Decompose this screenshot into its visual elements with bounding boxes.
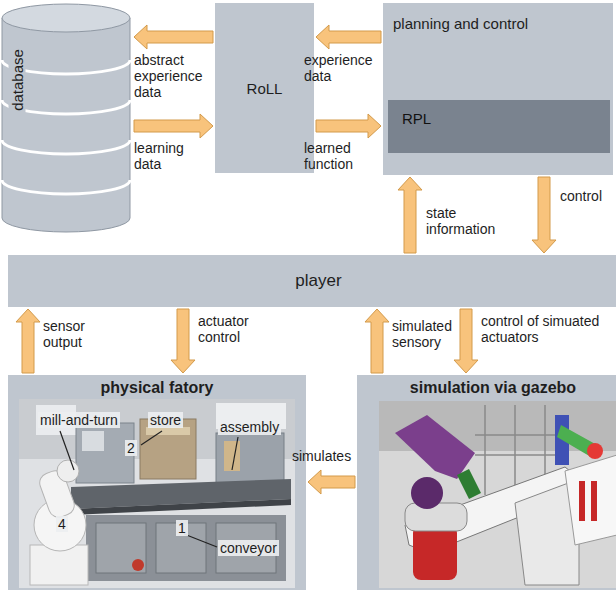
simulation-panel: simulation via gazebo <box>357 375 616 590</box>
edge-label: control of simuated actuators <box>481 313 613 345</box>
edge-label: experience data <box>304 52 380 84</box>
block-arrow <box>398 177 422 253</box>
edge-label: sensor output <box>43 318 113 350</box>
factory-panel: physical fatory <box>8 375 306 590</box>
edge-label: simulated sensory <box>392 318 472 350</box>
database-cylinder <box>0 2 132 234</box>
edge-label: control <box>560 188 612 204</box>
database-cylinder: database <box>0 2 132 234</box>
node-title: simulation via gazebo <box>357 379 616 397</box>
block-arrow <box>532 177 556 253</box>
factory-photo <box>8 375 306 590</box>
callout-number: 4 <box>56 516 68 532</box>
block-arrow <box>134 114 213 138</box>
block-arrow <box>16 309 40 373</box>
node-title: RPL <box>402 110 431 127</box>
node-title: player <box>8 271 616 291</box>
block-arrow <box>308 470 355 494</box>
callout-number: 1 <box>176 520 188 536</box>
block-arrow <box>134 25 213 49</box>
node-title: planning and control <box>393 15 528 32</box>
module-box: RPL <box>388 100 610 153</box>
callout-number: 2 <box>125 440 137 456</box>
process-box: planning and controlRPL <box>383 3 613 175</box>
edge-label: actuator control <box>198 313 274 345</box>
node-title: RoLL <box>215 80 314 97</box>
edge-label: learned function <box>304 140 380 172</box>
leader-line <box>60 431 74 470</box>
edge-label: simulates <box>292 448 356 464</box>
block-arrow <box>171 309 195 373</box>
part-label: assembly <box>218 419 281 435</box>
simulation-render <box>357 375 616 590</box>
edge-label: state information <box>426 205 508 237</box>
block-arrow <box>316 114 381 138</box>
player-band: player <box>8 255 616 307</box>
block-arrow <box>454 309 478 373</box>
process-box: RoLL <box>215 3 314 173</box>
part-label: store <box>148 412 183 428</box>
leader-line <box>141 431 162 445</box>
block-arrow <box>316 25 381 49</box>
part-label: conveyor <box>218 540 279 556</box>
node-title: database <box>9 47 26 113</box>
edge-label: abstract experience data <box>134 52 212 100</box>
leader-line <box>232 437 238 470</box>
part-label: mill-and-turn <box>38 412 120 428</box>
node-title: physical fatory <box>8 379 306 397</box>
leader-line <box>184 534 217 547</box>
edge-label: learning data <box>134 140 206 172</box>
block-arrow <box>365 309 389 373</box>
